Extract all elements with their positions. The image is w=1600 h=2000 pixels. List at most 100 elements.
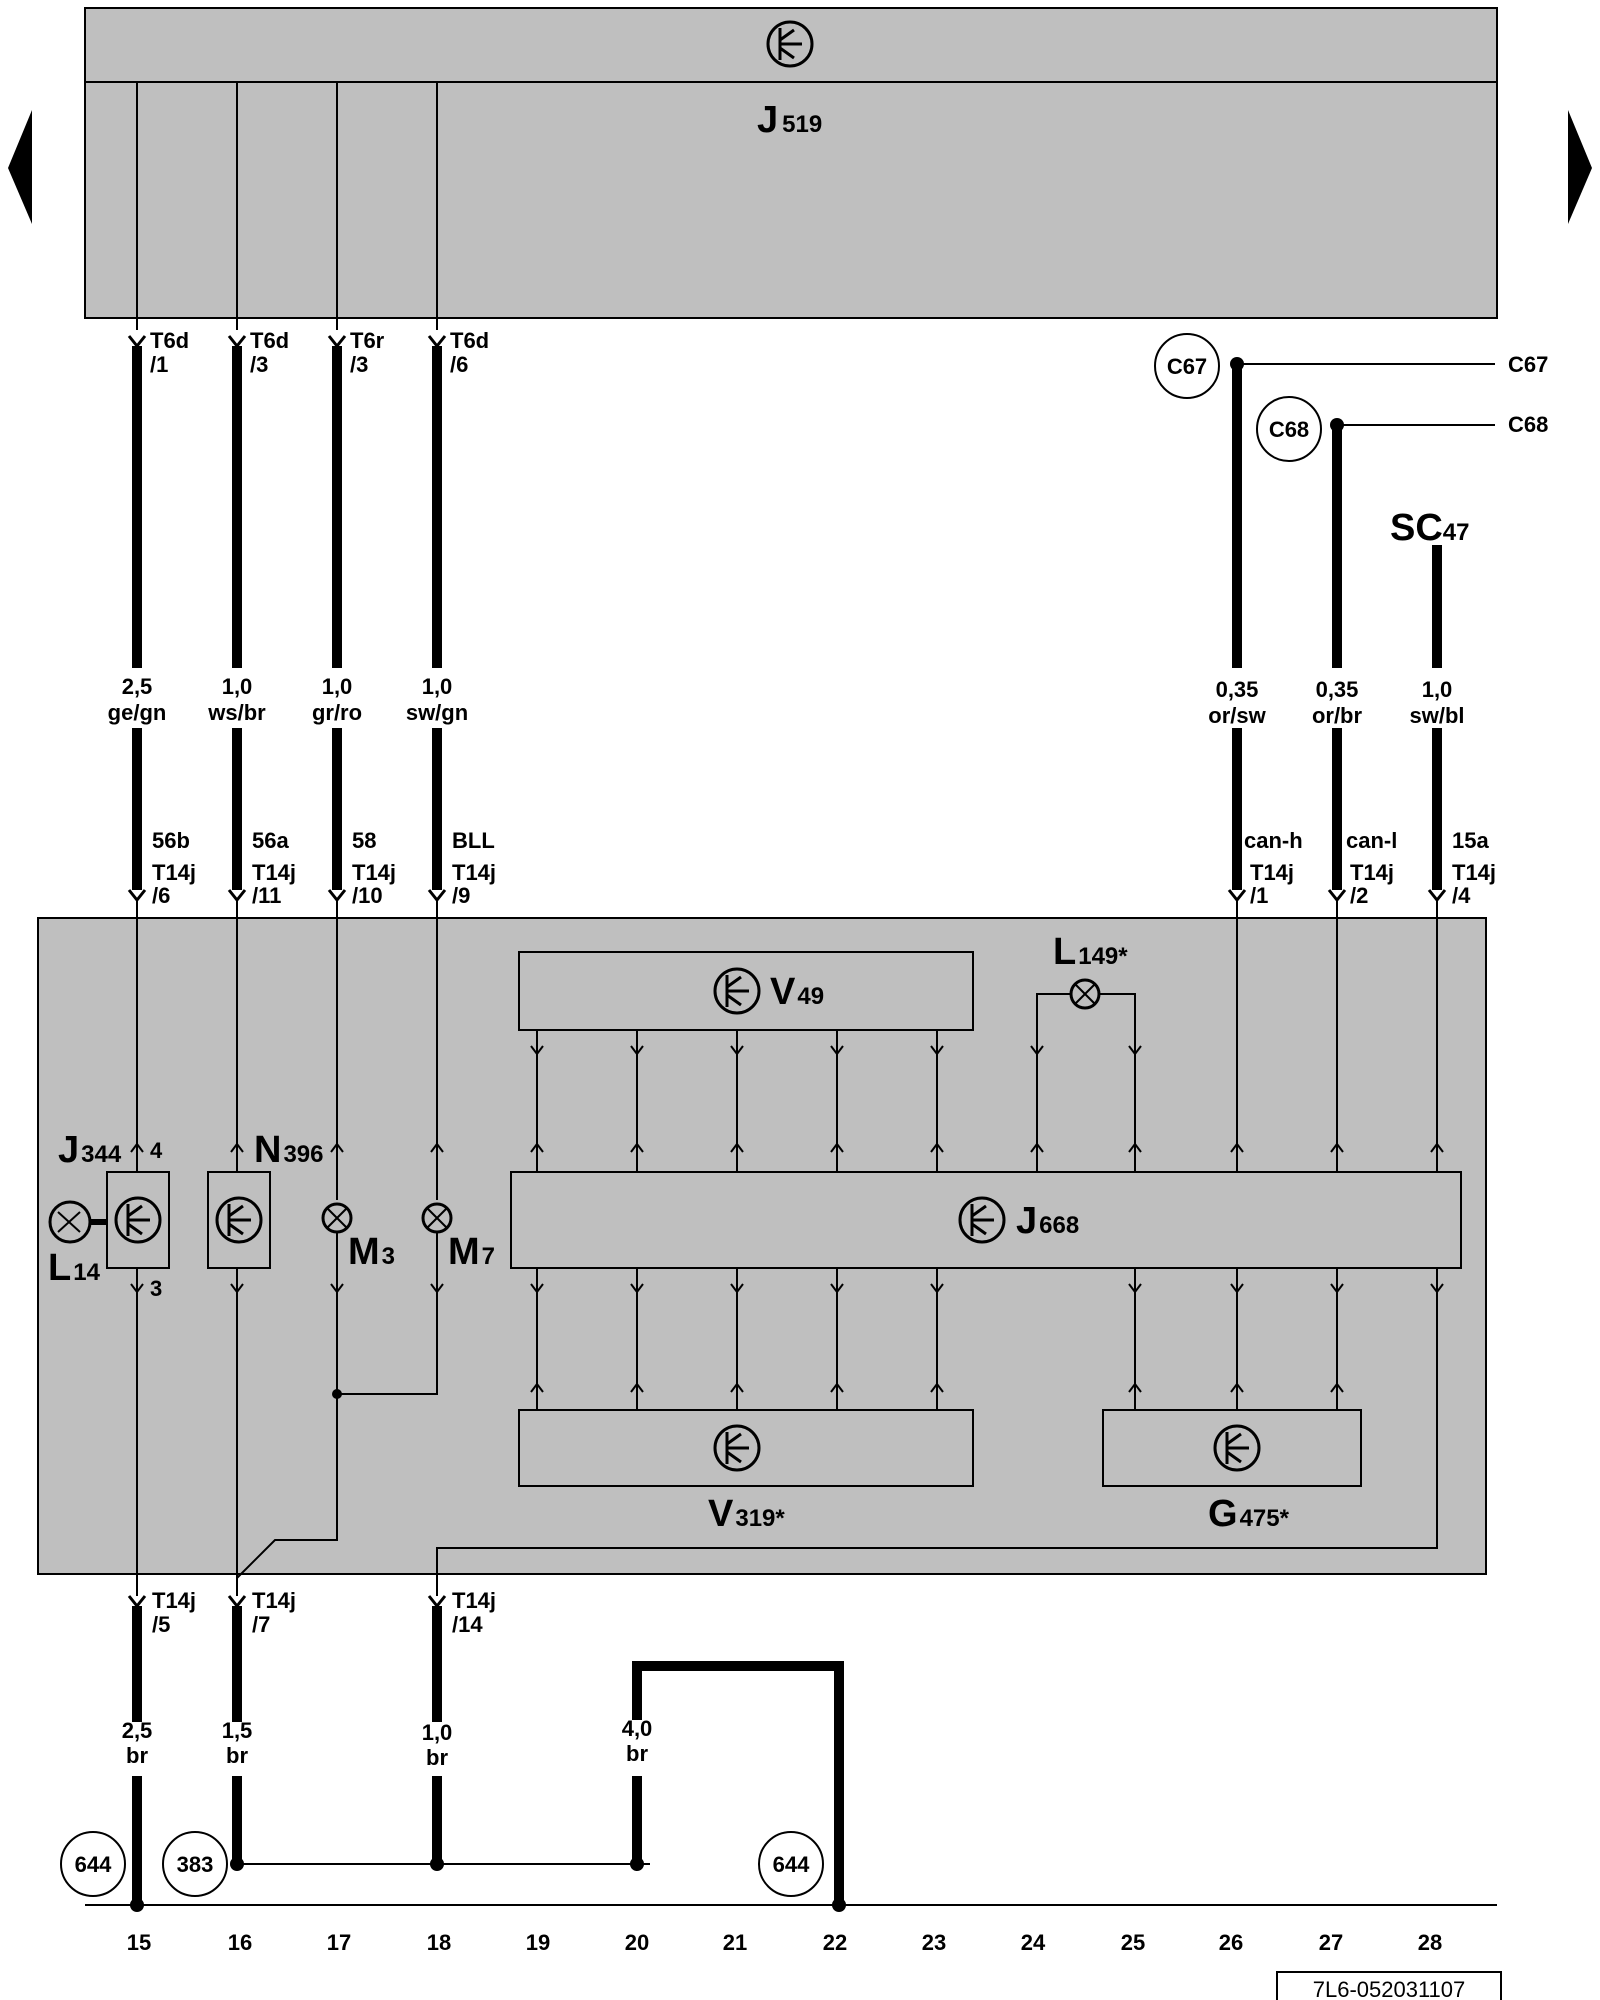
- svg-text:br: br: [226, 1743, 248, 1768]
- svg-text:4: 4: [150, 1138, 163, 1163]
- svg-text:27: 27: [1319, 1930, 1343, 1955]
- module-n396: N396: [207, 1129, 324, 1269]
- svg-text:gr/ro: gr/ro: [312, 700, 362, 725]
- svg-text:can-h: can-h: [1244, 828, 1303, 853]
- svg-text:T14j: T14j: [1452, 860, 1496, 885]
- svg-text:25: 25: [1121, 1930, 1145, 1955]
- svg-text:G475*: G475*: [1208, 1493, 1290, 1535]
- svg-text:T6d: T6d: [450, 328, 489, 353]
- svg-text:V49: V49: [770, 971, 824, 1013]
- column-numbers: 15 16 17 18 19 20 21 22 23 24 25 26 27 2…: [127, 1930, 1442, 1955]
- svg-text:V319*: V319*: [708, 1493, 785, 1535]
- module-g475: G475*: [1102, 1409, 1362, 1535]
- can-ref-c67: C67 C67: [1154, 333, 1548, 399]
- svg-text:T14j: T14j: [252, 1588, 296, 1613]
- lower-wire-labels: 2,5 br 1,5 br 1,0 br 4,0 br: [122, 1716, 653, 1770]
- svg-text:ws/br: ws/br: [207, 700, 266, 725]
- svg-text:/6: /6: [450, 352, 468, 377]
- svg-text:7L6-052031107: 7L6-052031107: [1313, 1977, 1466, 2000]
- svg-text:22: 22: [823, 1930, 847, 1955]
- lower-t14j-labels: T14j /5 T14j /7 T14j /14: [152, 1588, 496, 1637]
- module-v319: V319*: [518, 1409, 974, 1535]
- svg-text:J344: J344: [58, 1129, 122, 1171]
- svg-text:br: br: [126, 1743, 148, 1768]
- upper-wire-labels: 2,5 ge/gn 1,0 ws/br 1,0 gr/ro 1,0 sw/gn …: [108, 674, 1465, 728]
- lamp-l14: L14: [48, 1200, 107, 1289]
- top-connector-labels: T6d /1 T6d /3 T6r /3 T6d /6: [150, 328, 489, 377]
- svg-text:/1: /1: [1250, 883, 1268, 908]
- svg-text:644: 644: [773, 1852, 810, 1877]
- module-j344: J344 4 3: [58, 1129, 170, 1301]
- svg-text:56b: 56b: [152, 828, 190, 853]
- svg-text:C68: C68: [1269, 417, 1309, 442]
- sc47-label: SC47: [1390, 507, 1470, 549]
- svg-text:16: 16: [228, 1930, 252, 1955]
- module-v49: V49: [518, 951, 974, 1031]
- svg-text:T6d: T6d: [150, 328, 189, 353]
- svg-text:/1: /1: [150, 352, 168, 377]
- svg-text:sw/gn: sw/gn: [406, 700, 468, 725]
- svg-text:15a: 15a: [1452, 828, 1489, 853]
- lamp-l149: L149*: [1036, 931, 1136, 1062]
- svg-text:383: 383: [177, 1852, 214, 1877]
- svg-text:18: 18: [427, 1930, 451, 1955]
- svg-text:M7: M7: [448, 1231, 495, 1273]
- svg-text:/3: /3: [250, 352, 268, 377]
- svg-text:0,35: 0,35: [1216, 677, 1259, 702]
- svg-text:23: 23: [922, 1930, 946, 1955]
- svg-text:L149*: L149*: [1053, 931, 1128, 973]
- svg-text:/6: /6: [152, 883, 170, 908]
- control-unit-j519: [84, 7, 1498, 319]
- module-j668: J668: [510, 1171, 1462, 1269]
- svg-text:can-l: can-l: [1346, 828, 1397, 853]
- svg-text:N396: N396: [254, 1129, 324, 1171]
- svg-text:56a: 56a: [252, 828, 289, 853]
- prev-page-arrow-icon[interactable]: [8, 110, 32, 224]
- svg-text:/2: /2: [1350, 883, 1368, 908]
- svg-text:/4: /4: [1452, 883, 1471, 908]
- svg-text:20: 20: [625, 1930, 649, 1955]
- svg-text:T14j: T14j: [152, 1588, 196, 1613]
- svg-text:/9: /9: [452, 883, 470, 908]
- svg-text:C67: C67: [1167, 354, 1207, 379]
- svg-text:0,35: 0,35: [1316, 677, 1359, 702]
- svg-text:L14: L14: [48, 1247, 101, 1289]
- svg-text:T14j: T14j: [1350, 860, 1394, 885]
- svg-text:1,0: 1,0: [1422, 677, 1453, 702]
- svg-text:/11: /11: [252, 883, 281, 908]
- can-ref-c68: C68 C68: [1256, 396, 1548, 462]
- svg-text:T6d: T6d: [250, 328, 289, 353]
- svg-text:15: 15: [127, 1930, 151, 1955]
- svg-text:2,5: 2,5: [122, 674, 153, 699]
- svg-text:17: 17: [327, 1930, 351, 1955]
- svg-text:C67: C67: [1508, 352, 1548, 377]
- svg-text:sw/bl: sw/bl: [1409, 703, 1464, 728]
- svg-text:24: 24: [1021, 1930, 1046, 1955]
- svg-text:26: 26: [1219, 1930, 1243, 1955]
- svg-text:/5: /5: [152, 1612, 170, 1637]
- svg-text:1,5: 1,5: [222, 1718, 253, 1743]
- svg-text:/14: /14: [452, 1612, 483, 1637]
- ground-ref-383: 383: [162, 1831, 228, 1897]
- svg-text:br: br: [626, 1741, 648, 1766]
- svg-text:/3: /3: [350, 352, 368, 377]
- svg-text:28: 28: [1418, 1930, 1442, 1955]
- svg-text:3: 3: [150, 1276, 162, 1301]
- ground-ref-644-right: 644: [758, 1831, 824, 1897]
- svg-text:ge/gn: ge/gn: [108, 700, 167, 725]
- svg-text:T6r: T6r: [350, 328, 385, 353]
- next-page-arrow-icon[interactable]: [1568, 110, 1592, 224]
- svg-text:T14j: T14j: [1250, 860, 1294, 885]
- footer-code: 7L6-052031107: [1276, 1971, 1502, 2000]
- svg-text:21: 21: [723, 1930, 747, 1955]
- svg-text:C68: C68: [1508, 412, 1548, 437]
- svg-text:2,5: 2,5: [122, 1718, 153, 1743]
- svg-text:M3: M3: [348, 1231, 395, 1273]
- svg-text:or/br: or/br: [1312, 703, 1363, 728]
- svg-text:T14j: T14j: [252, 860, 296, 885]
- svg-text:1,0: 1,0: [322, 674, 353, 699]
- svg-text:J668: J668: [1016, 1200, 1079, 1242]
- svg-text:58: 58: [352, 828, 376, 853]
